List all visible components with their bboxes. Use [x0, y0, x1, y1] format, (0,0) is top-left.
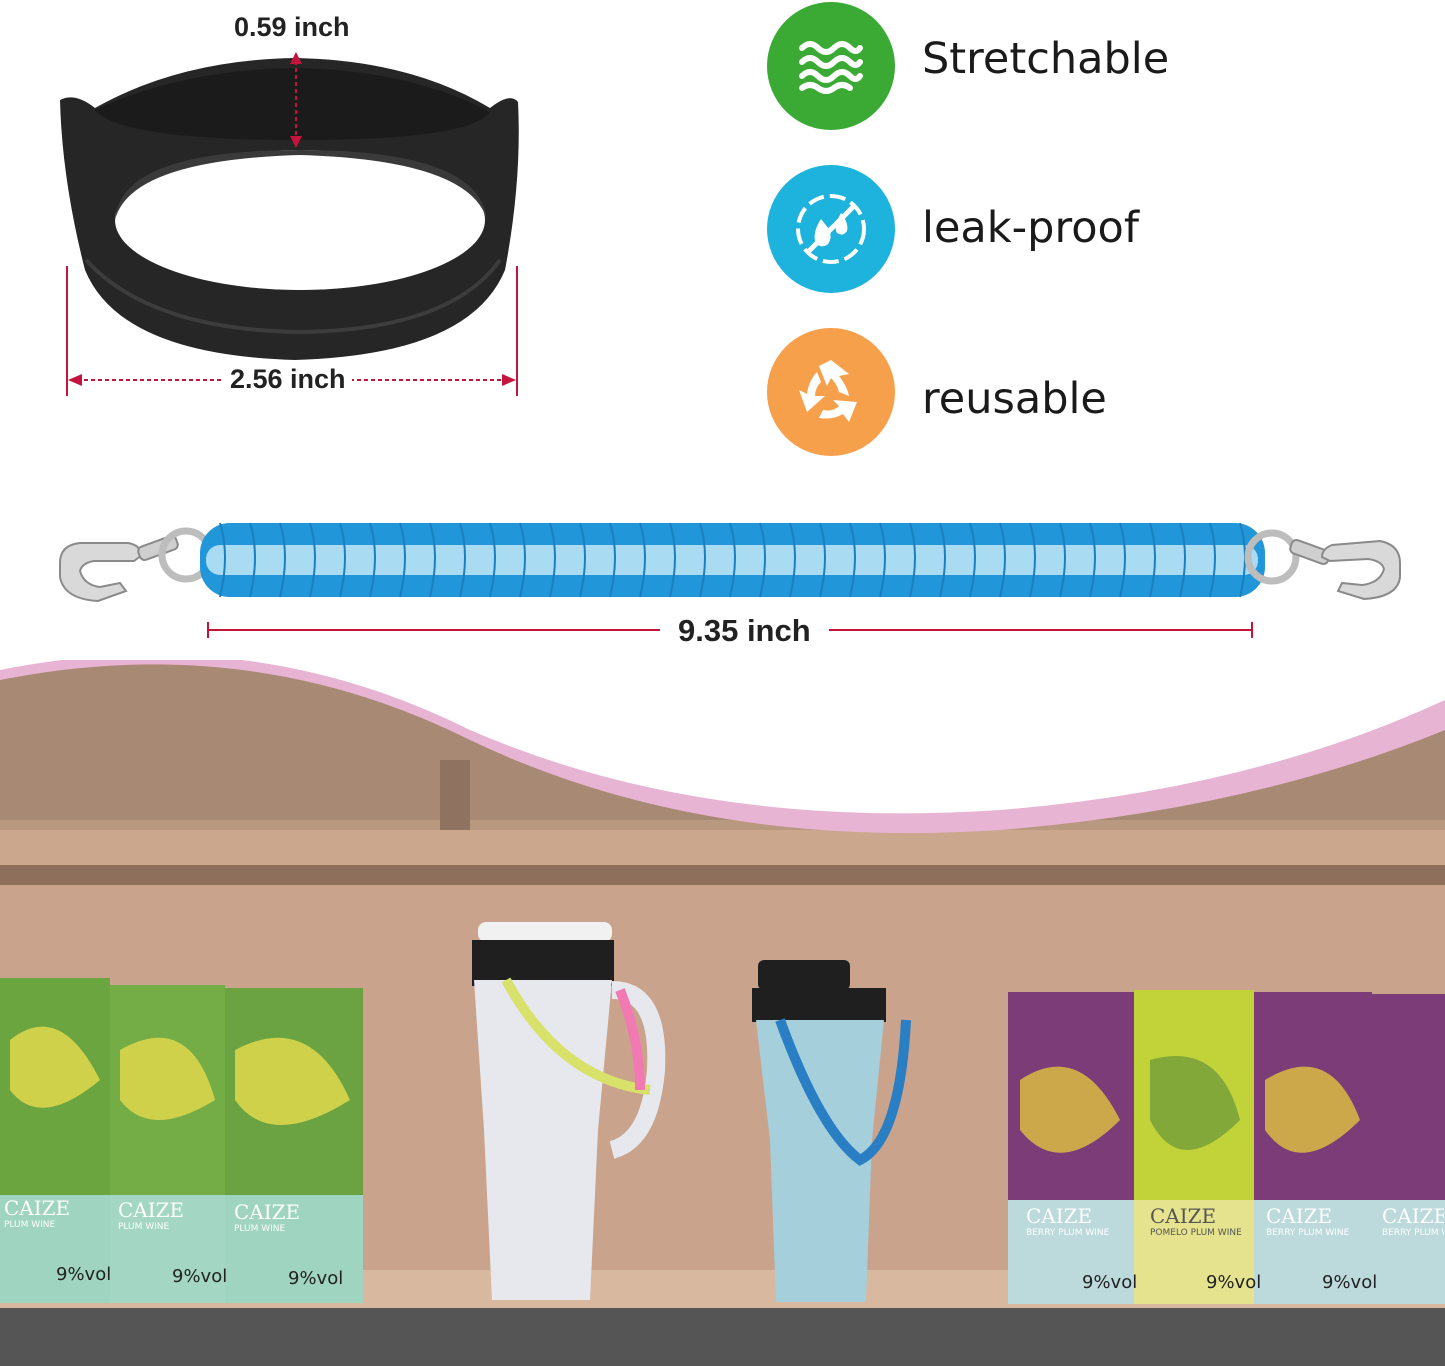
box-vol: 9%vol — [1082, 1272, 1138, 1293]
box-vol: 9%vol — [56, 1264, 112, 1285]
leak-proof-badge — [767, 165, 895, 293]
leak-proof-label: leak-proof — [922, 203, 1139, 253]
stretchable-label: Stretchable — [922, 34, 1170, 84]
band-width-arrow — [66, 266, 518, 396]
silicone-band-illustration — [60, 58, 519, 360]
right-wine-boxes — [1008, 990, 1445, 1304]
box-vol: 9%vol — [1206, 1272, 1262, 1293]
box-brand: CAIZE — [1382, 1204, 1444, 1228]
left-box-2-label: CAIZE PLUM WINE 9%vol — [118, 1198, 228, 1287]
box-brand: CAIZE — [1026, 1204, 1093, 1228]
left-wine-boxes — [0, 978, 363, 1303]
box-brand: CAIZE — [118, 1198, 185, 1222]
box-vol: 9%vol — [1322, 1272, 1378, 1293]
left-clip — [59, 527, 214, 603]
box-sub: BERRY PLUM W — [1382, 1228, 1444, 1238]
paracord-strap-illustration — [59, 522, 1401, 603]
band-height-arrow — [290, 52, 302, 148]
box-sub: PLUM WINE — [118, 1222, 170, 1232]
box-sub: PLUM WINE — [4, 1220, 56, 1230]
right-box-4-label: CAIZE BERRY PLUM W — [1382, 1204, 1444, 1238]
band-height-label: 0.59 inch — [228, 12, 356, 43]
box-vol: 9%vol — [172, 1266, 228, 1287]
shelf-scene — [0, 660, 1445, 1366]
band-width-label: 2.56 inch — [224, 364, 352, 395]
box-brand: CAIZE — [234, 1200, 301, 1224]
left-box-3-label: CAIZE PLUM WINE 9%vol — [234, 1200, 358, 1289]
stretchable-badge — [767, 2, 895, 130]
strap-length-label: 9.35 inch — [660, 613, 829, 649]
feature-leak-proof: leak-proof — [767, 165, 1367, 295]
right-box-2-label: CAIZE POMELO PLUM WINE 9%vol — [1150, 1204, 1262, 1293]
reusable-label: reusable — [922, 374, 1107, 424]
cord-weave — [219, 522, 1246, 598]
recycle-arrows-icon — [799, 360, 857, 422]
blue-tumbler — [752, 960, 911, 1302]
feature-stretchable: Stretchable — [767, 2, 1367, 132]
right-clip — [1244, 529, 1401, 601]
box-sub: PLUM WINE — [234, 1224, 286, 1234]
white-tumbler — [472, 922, 666, 1300]
right-box-3-label: CAIZE BERRY PLUM WINE 9%vol — [1266, 1204, 1378, 1293]
box-sub: BERRY PLUM WINE — [1266, 1228, 1350, 1238]
box-brand: CAIZE — [4, 1196, 71, 1220]
box-brand: CAIZE — [1150, 1204, 1217, 1228]
waves-icon — [799, 41, 863, 94]
box-sub: POMELO PLUM WINE — [1150, 1228, 1242, 1238]
feature-reusable: reusable — [767, 328, 1367, 458]
box-brand: CAIZE — [1266, 1204, 1333, 1228]
left-box-1-label: CAIZE PLUM WINE 9%vol — [4, 1196, 112, 1285]
reusable-badge — [767, 328, 895, 456]
box-sub: BERRY PLUM WINE — [1026, 1228, 1110, 1238]
box-vol: 9%vol — [288, 1268, 344, 1289]
right-box-1-label: CAIZE BERRY PLUM WINE 9%vol — [1026, 1204, 1138, 1293]
no-leak-drops-icon — [796, 194, 866, 264]
